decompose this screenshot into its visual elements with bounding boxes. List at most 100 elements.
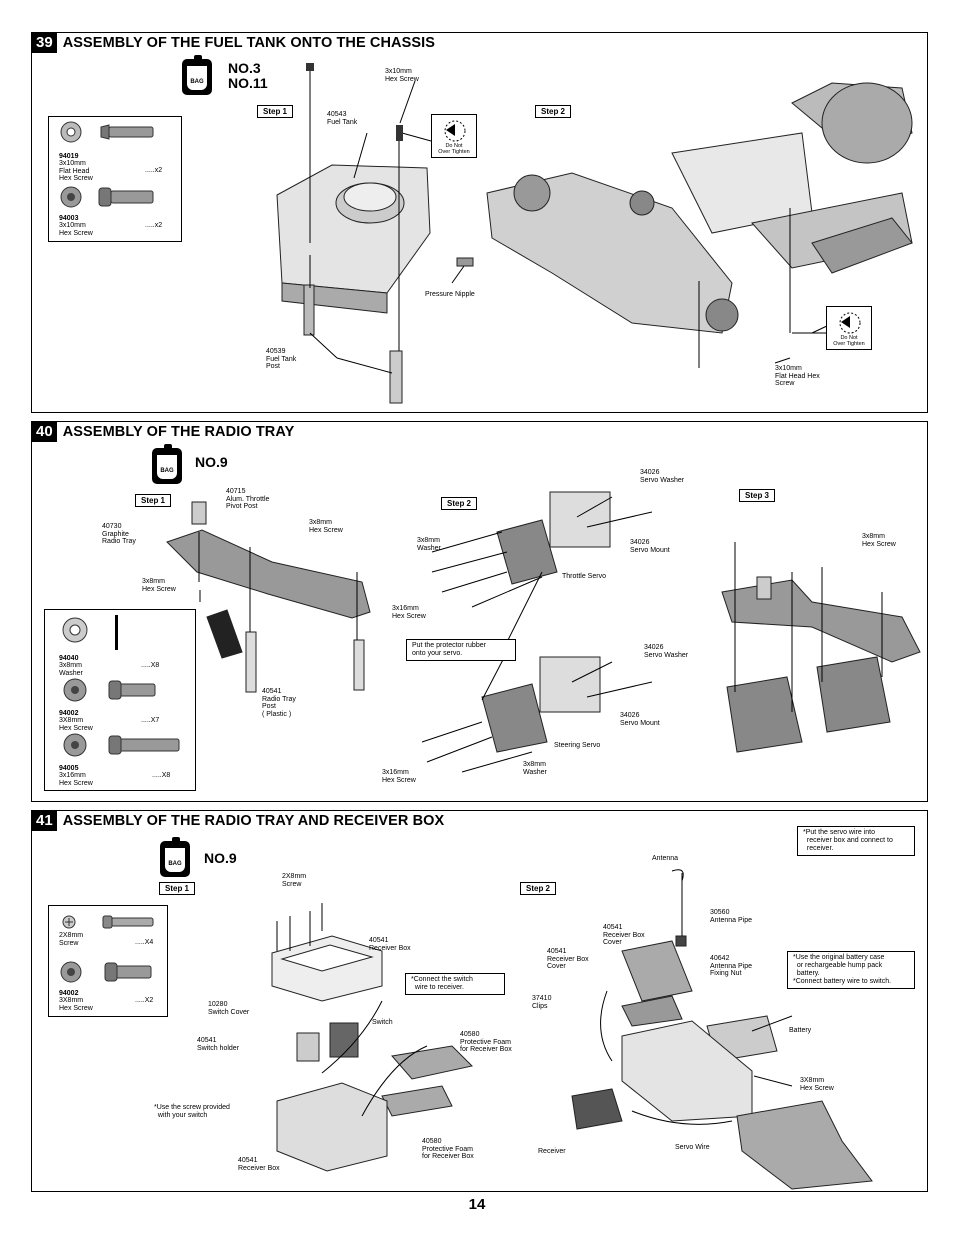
label-servo-washer-2: 34026 Servo Washer (644, 644, 689, 659)
label-flat-screw: 3x10mm Flat Head Hex Screw (775, 365, 820, 387)
do-not-over-tighten-2: Do Not Over Tighten (826, 306, 872, 350)
note-switch-wire: *Connect the switch wire to receiver. (405, 973, 505, 995)
label-hex-screw-b: 3x8mm Hex Screw (142, 578, 176, 593)
label-screw-2x8: 2X8mm Screw (282, 873, 307, 888)
part-code: 94002 (59, 990, 79, 997)
label-receiver-box-bottom: 40541 Receiver Box (238, 1157, 280, 1172)
label-tray-post: 40541 Radio Tray Post ( Plastic ) (262, 688, 296, 718)
note-servo-wire: *Put the servo wire into receiver box an… (797, 826, 915, 856)
parts-illustration (62, 615, 180, 757)
part-code: 94003 (59, 215, 79, 222)
part-desc: 3x10mm Hex Screw (59, 222, 93, 237)
part-code: 94002 (59, 710, 79, 717)
parts-list: 94040 3x8mm Washer .....X8 94002 3X8mm H… (44, 609, 196, 791)
step-1-label: Step 1 (159, 882, 196, 895)
label-receiver-box-cover-1: 40541 Receiver Box Cover (603, 924, 645, 946)
label-screw-top: 3x10mm Hex Screw (385, 68, 419, 83)
part-code: 94005 (59, 765, 79, 772)
page-number: 14 (468, 1196, 486, 1213)
label-pressure-nipple: Pressure Nipple (425, 291, 475, 298)
section-41-header: 41 ASSEMBLY OF THE RADIO TRAY AND RECEIV… (32, 811, 444, 831)
do-not-over-tighten-1: Do Not Over Tighten (431, 114, 477, 158)
part-qty: .....X8 (152, 772, 171, 779)
label-antenna-pipe: 30560 Antenna Pipe (710, 909, 753, 924)
section-40-header: 40 ASSEMBLY OF THE RADIO TRAY (32, 422, 294, 442)
label-servo-washer-1: 34026 Servo Washer (640, 469, 685, 484)
label-switch-cover: 10280 Switch Cover (208, 1001, 250, 1016)
label-hex-screw-16a: 3x16mm Hex Screw (392, 605, 426, 620)
step-1-label: Step 1 (257, 105, 294, 118)
fuel-tank-diagram (276, 63, 913, 404)
radio-tray-diagram (166, 491, 921, 773)
section-number: 40 (32, 422, 57, 442)
label-hex-screw-c: 3x8mm Hex Screw (862, 533, 896, 548)
label-servo-mount-1: 34026 Servo Mount (630, 539, 670, 554)
label-washer-b: 3x8mm Washer (523, 761, 547, 776)
step-1-label: Step 1 (135, 494, 172, 507)
section-39: 39 ASSEMBLY OF THE FUEL TANK ONTO THE CH… (31, 32, 928, 413)
note-protector-rubber: Put the protector rubber onto your servo… (406, 639, 516, 661)
section-number: 39 (32, 33, 57, 53)
bag-icon: BAG (152, 444, 182, 484)
part-code: 94019 (59, 153, 79, 160)
label-pivot-post: 40715 Alum. Throttle Pivot Post (226, 488, 270, 510)
part-qty: .....X4 (135, 939, 154, 946)
part-desc: 2X8mm Screw (59, 932, 84, 947)
label-fuel-tank-post: 40539 Fuel Tank Post (266, 348, 297, 370)
section-41: 41 ASSEMBLY OF THE RADIO TRAY AND RECEIV… (31, 810, 928, 1192)
part-desc: 3X8mm Hex Screw (59, 717, 93, 732)
label-radio-tray: 40730 Graphite Radio Tray (102, 523, 136, 545)
label-throttle-servo: Throttle Servo (562, 573, 606, 580)
part-qty: .....x2 (145, 167, 163, 174)
label-switch-holder: 40541 Switch holder (197, 1037, 240, 1052)
section-title: ASSEMBLY OF THE RADIO TRAY AND RECEIVER … (62, 813, 445, 829)
section-number: 41 (32, 811, 57, 831)
label-servo-wire: Servo Wire (675, 1144, 710, 1151)
step-3-label: Step 3 (739, 489, 776, 502)
parts-illustration (60, 121, 154, 208)
label-battery: Battery (789, 1027, 812, 1034)
bag-icon: BAG (182, 55, 212, 95)
part-desc: 3x8mm Washer (59, 662, 83, 677)
label-clips: 37410 Clips (532, 995, 552, 1010)
step-2-label: Step 2 (441, 497, 478, 510)
label-antenna: Antenna (652, 855, 679, 862)
step-2-label: Step 2 (520, 882, 557, 895)
section-40: 40 ASSEMBLY OF THE RADIO TRAY BAG NO.9 S… (31, 421, 928, 802)
label-servo-mount-2: 34026 Servo Mount (620, 712, 660, 727)
parts-illustration (60, 915, 154, 983)
part-desc: 3X8mm Hex Screw (59, 997, 93, 1012)
note-battery: *Use the original battery case or rechar… (787, 951, 915, 989)
section-title: ASSEMBLY OF THE FUEL TANK ONTO THE CHASS… (62, 35, 436, 51)
label-receiver-box-top: 40541 Receiver Box (369, 937, 411, 952)
part-qty: .....x2 (145, 222, 163, 229)
section-title: ASSEMBLY OF THE RADIO TRAY (62, 424, 295, 440)
label-hex-screw-3x8: 3X8mm Hex Screw (800, 1077, 834, 1092)
receiver-box-diagram (271, 869, 873, 1190)
label-washer-a: 3x8mm Washer (417, 537, 441, 552)
label-protective-foam-2: 40580 Protective Foam for Receiver Box (422, 1138, 474, 1160)
parts-list: 2X8mm Screw .....X4 94002 3X8mm Hex Scre… (48, 905, 168, 1017)
step-2-label: Step 2 (535, 105, 572, 118)
part-qty: .....X7 (141, 717, 160, 724)
label-fixing-nut: 40642 Antenna Pipe Fixing Nut (710, 955, 753, 977)
bag-number: NO.9 (195, 454, 228, 470)
bag-number: NO.9 (204, 850, 237, 866)
label-steering-servo: Steering Servo (554, 742, 601, 749)
label-protective-foam-1: 40580 Protective Foam for Receiver Box (460, 1031, 512, 1053)
part-desc: 3x10mm Flat Head Hex Screw (59, 160, 93, 182)
section-39-header: 39 ASSEMBLY OF THE FUEL TANK ONTO THE CH… (32, 33, 435, 53)
label-hex-screw-a: 3x8mm Hex Screw (309, 519, 343, 534)
part-qty: .....X2 (135, 997, 154, 1004)
part-code: 94040 (59, 655, 79, 662)
label-receiver: Receiver (538, 1148, 566, 1155)
parts-list: 94019 3x10mm Flat Head Hex Screw .....x2… (48, 116, 182, 242)
label-receiver-box-cover-2: 40541 Receiver Box Cover (547, 948, 589, 970)
label-hex-screw-16b: 3x16mm Hex Screw (382, 769, 416, 784)
note-switch-screw: *Use the screw provided with your switch (154, 1104, 230, 1119)
part-desc: 3x16mm Hex Screw (59, 772, 93, 787)
part-qty: .....X8 (141, 662, 160, 669)
label-switch: Switch (372, 1019, 393, 1026)
label-fuel-tank: 40543 Fuel Tank (327, 111, 358, 126)
